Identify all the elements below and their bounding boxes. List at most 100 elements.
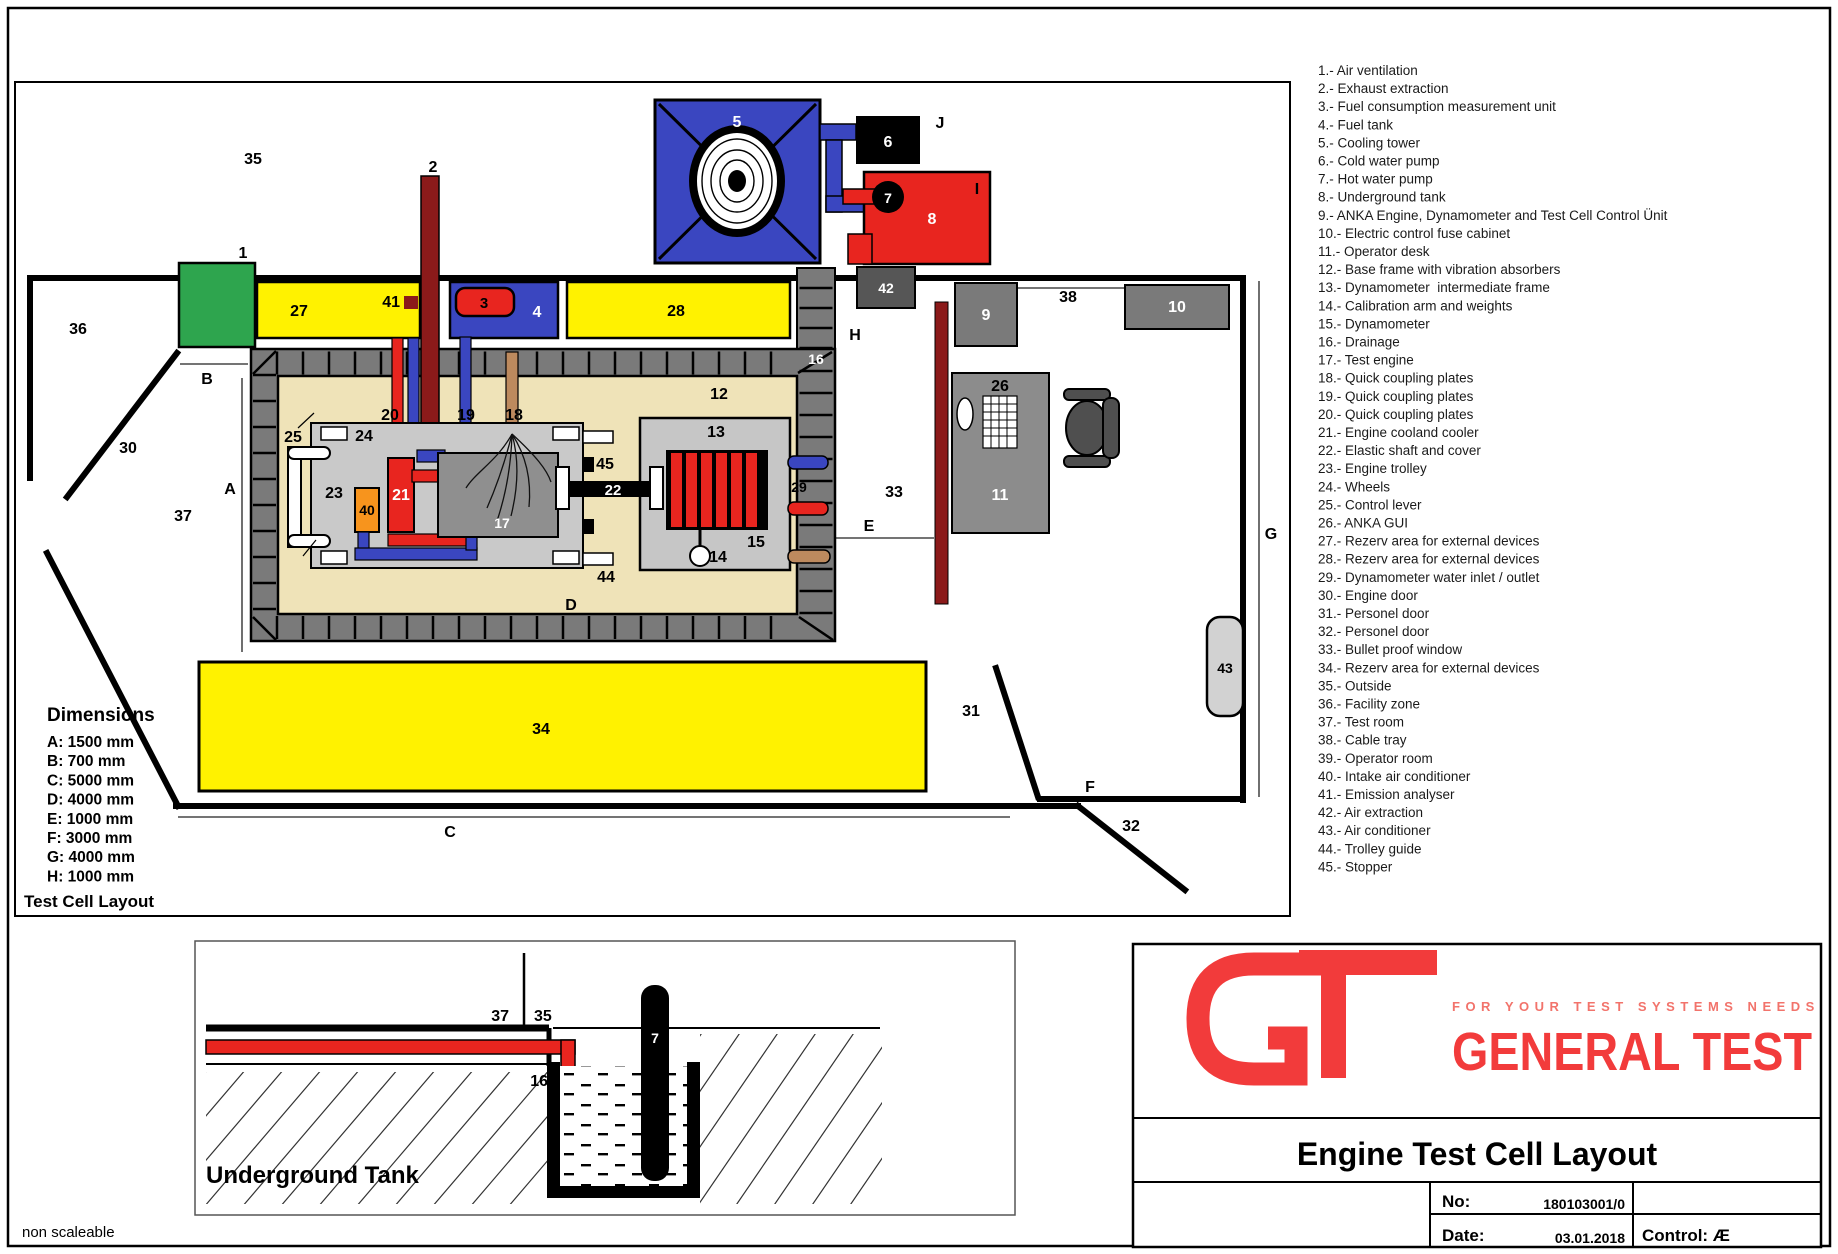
legend-item-9: 9.- ANKA Engine, Dynamometer and Test Ce… (1318, 208, 1668, 223)
air-extraction (856, 266, 916, 309)
logo-t-bar (1299, 950, 1437, 975)
legend-item-23: 23.- Engine trolley (1318, 461, 1427, 476)
brick-joint (252, 350, 277, 375)
hatch-line (319, 1072, 435, 1204)
cooling-tower-fan-icon (689, 125, 785, 237)
dyno-water-pipe (787, 455, 829, 470)
stopper (583, 519, 594, 534)
legend-item-15: 15.- Dynamometer (1318, 316, 1430, 331)
wall-equipment (177, 261, 1230, 349)
hatch-line (395, 1072, 511, 1204)
marker-45: 45 (596, 456, 614, 473)
marker-J: J (936, 115, 945, 132)
legend-item-14: 14.- Calibration arm and weights (1318, 298, 1513, 313)
scale-note: non scaleable (22, 1224, 115, 1241)
hot-water-pump-section (641, 985, 669, 1181)
dimension-entry: H: 1000 mm (47, 868, 134, 885)
shaft-flange (555, 466, 570, 510)
document-title: Engine Test Cell Layout (1297, 1136, 1658, 1172)
marker-35: 35 (534, 1008, 552, 1025)
marker-I: I (975, 181, 979, 198)
legend-item-11: 11.- Operator desk (1318, 244, 1430, 259)
stopper (583, 457, 594, 472)
pointer-line (302, 539, 317, 557)
hatch-line (509, 1160, 547, 1204)
dimension-entry: D: 4000 mm (47, 792, 134, 809)
underground-tank-section (205, 953, 882, 1204)
dimensions-title: Dimensions (47, 705, 155, 726)
marker-18: 18 (505, 407, 523, 424)
legend-item-28: 28.- Rezerv area for external devices (1318, 552, 1540, 567)
legend-item-25: 25.- Control lever (1318, 497, 1422, 512)
wheel (320, 550, 348, 565)
hatch-line (206, 1072, 321, 1204)
marker-24: 24 (355, 428, 373, 445)
marker-33: 33 (885, 484, 903, 501)
marker-16: 16 (530, 1073, 548, 1090)
fuel-measurement-unit (454, 286, 516, 318)
hot-water-pump (872, 181, 904, 213)
trolley-handle (287, 534, 331, 548)
bullet-proof-window (934, 301, 949, 605)
legend-item-2: 2.- Exhaust extraction (1318, 81, 1449, 96)
marker-15: 15 (747, 534, 765, 551)
hatch-line (357, 1072, 473, 1204)
legend-item-3: 3.- Fuel consumption measurement unit (1318, 99, 1556, 114)
legend-item-26: 26.- ANKA GUI (1318, 516, 1408, 531)
control-lever (287, 446, 302, 548)
marker-E: E (864, 518, 875, 535)
marker-26: 26 (991, 378, 1009, 395)
wall-corner-diagonal (42, 548, 183, 811)
sheet-border (6, 6, 1832, 1248)
legend-item-41: 41.- Emission analyser (1318, 787, 1455, 802)
dimension-entry: F: 3000 mm (47, 830, 132, 847)
legend-item-34: 34.- Rezerv area for external devices (1318, 660, 1540, 675)
marker-13: 13 (707, 424, 725, 441)
marker-28: 28 (667, 303, 685, 320)
marker-40: 40 (359, 502, 375, 518)
hatch-line (700, 1034, 778, 1148)
legend-item-18: 18.- Quick coupling plates (1318, 371, 1474, 386)
legend-item-43: 43.- Air conditioner (1318, 823, 1431, 838)
legend-item-31: 31.- Personel door (1318, 606, 1430, 621)
trolley-guide (582, 552, 614, 566)
dyno-water-pipe (787, 549, 831, 564)
coolant-hose (357, 531, 370, 551)
tank-wall (687, 1062, 700, 1198)
cold-water-pump (856, 116, 920, 164)
marker-20: 20 (381, 407, 399, 424)
legend-item-6: 6.- Cold water pump (1318, 154, 1440, 169)
underground-tank-title: Underground Tank (206, 1162, 420, 1189)
rezerv-area-27 (255, 280, 422, 340)
marker-C: C (444, 824, 456, 841)
intake-air-conditioner (354, 487, 380, 533)
legend-list: 1.- Air ventilation 2.- Exhaust extractio… (1318, 63, 1668, 874)
marker-6: 6 (884, 134, 893, 151)
tank-bottom (547, 1186, 700, 1198)
marker-9: 9 (982, 307, 991, 324)
red-fitting (847, 233, 873, 265)
panel-title: Test Cell Layout (24, 892, 154, 911)
date-label: Date: (1442, 1226, 1485, 1245)
marker-16: 16 (808, 351, 824, 367)
hatch-line (812, 1101, 882, 1204)
coolant-hose (354, 547, 478, 561)
marker-36: 36 (69, 321, 87, 338)
exhaust-pipe (420, 175, 440, 445)
no-value: 180103001/0 (1543, 1196, 1625, 1212)
marker-44: 44 (597, 569, 615, 586)
no-label: No: (1442, 1192, 1470, 1211)
legend-item-45: 45.- Stopper (1318, 859, 1393, 874)
logo-tagline: FOR YOUR TEST SYSTEMS NEEDS (1452, 999, 1820, 1014)
marker-21: 21 (392, 487, 410, 504)
engine-cables (465, 433, 552, 522)
legend-item-35: 35.- Outside (1318, 678, 1392, 693)
marker-H: H (849, 327, 861, 344)
air-ventilation (177, 261, 257, 349)
marker-42: 42 (878, 280, 894, 296)
legend-item-38: 38.- Cable tray (1318, 733, 1407, 748)
legend-item-1: 1.- Air ventilation (1318, 63, 1418, 78)
marker-7: 7 (651, 1030, 659, 1046)
